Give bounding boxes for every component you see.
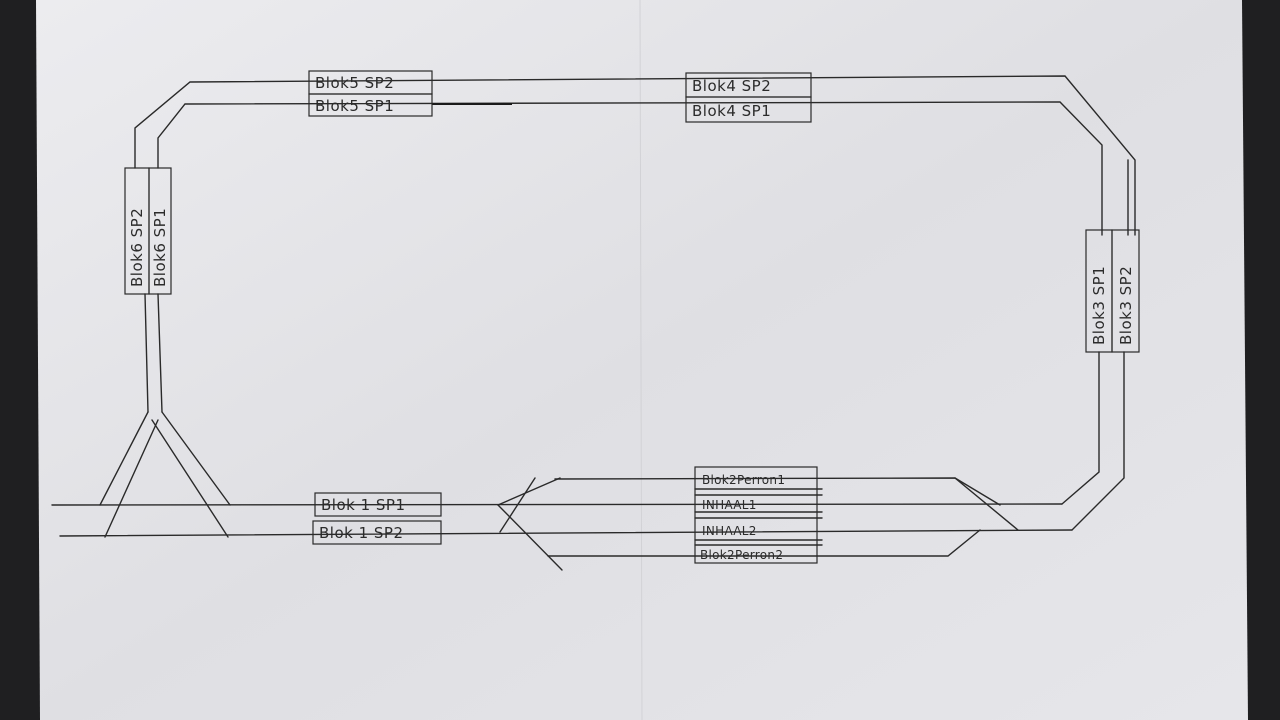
label-inhaal2-text: INHAAL2 xyxy=(702,524,757,538)
track-main-1 xyxy=(51,503,1063,506)
label-blok6-sp2-text: Blok6 SP2 xyxy=(128,208,146,287)
track-left-b xyxy=(157,293,163,413)
track-right-inner xyxy=(1061,351,1100,505)
paper-sheet xyxy=(36,0,1248,720)
label-blok5-sp2-text: Blok5 SP2 xyxy=(315,74,394,92)
station-block: Blok2Perron1 INHAAL1 INHAAL2 Blok2Perron… xyxy=(694,466,823,564)
wye-right-2 xyxy=(161,411,231,506)
label-blok5-sp2: Blok5 SP2 xyxy=(308,70,433,95)
label-blok1-sp2-text: Blok 1 SP2 xyxy=(319,524,404,542)
wye-right-1 xyxy=(151,419,229,538)
label-blok3-sp2-text: Blok3 SP2 xyxy=(1117,266,1135,345)
label-blok6-sp1: Blok6 SP1 xyxy=(148,167,172,295)
label-blok2-perron2-text: Blok2Perron2 xyxy=(700,548,783,562)
label-blok4-sp2: Blok4 SP2 xyxy=(685,72,812,98)
label-blok3-sp1-text: Blok3 SP1 xyxy=(1090,266,1108,345)
wye-left-1 xyxy=(99,411,149,506)
label-blok2-perron1-text: Blok2Perron1 xyxy=(702,473,785,487)
track-right-outer xyxy=(1071,351,1125,531)
wye-left-2 xyxy=(104,419,159,538)
label-blok6-sp2: Blok6 SP2 xyxy=(124,167,150,295)
label-blok5-sp1-text: Blok5 SP1 xyxy=(315,97,394,115)
label-blok4-sp1-text: Blok4 SP1 xyxy=(692,102,771,120)
track-main-2 xyxy=(59,529,1073,537)
label-blok3-sp1: Blok3 SP1 xyxy=(1085,229,1113,353)
crossover-left-1 xyxy=(497,477,561,506)
label-blok3-sp2: Blok3 SP2 xyxy=(1111,229,1140,353)
label-blok6-sp1-text: Blok6 SP1 xyxy=(151,208,169,287)
track-top-inner xyxy=(157,101,1103,236)
crossover-left-2 xyxy=(499,477,536,533)
track-left-a xyxy=(144,293,149,413)
label-blok5-sp1: Blok5 SP1 xyxy=(308,93,433,117)
crossover-right xyxy=(954,477,1019,531)
tracks xyxy=(51,75,1136,571)
label-blok1-sp2: Blok 1 SP2 xyxy=(312,520,442,545)
track-perron2 xyxy=(547,529,981,557)
label-blok4-sp2-text: Blok4 SP2 xyxy=(692,77,771,95)
track-top-outer xyxy=(134,75,1136,236)
paper-fold xyxy=(639,0,643,720)
label-blok1-sp1: Blok 1 SP1 xyxy=(314,492,442,517)
label-blok1-sp1-text: Blok 1 SP1 xyxy=(321,496,406,514)
label-blok4-sp1: Blok4 SP1 xyxy=(685,96,812,123)
crossover-left-3 xyxy=(497,504,563,571)
label-inhaal1-text: INHAAL1 xyxy=(702,498,757,512)
